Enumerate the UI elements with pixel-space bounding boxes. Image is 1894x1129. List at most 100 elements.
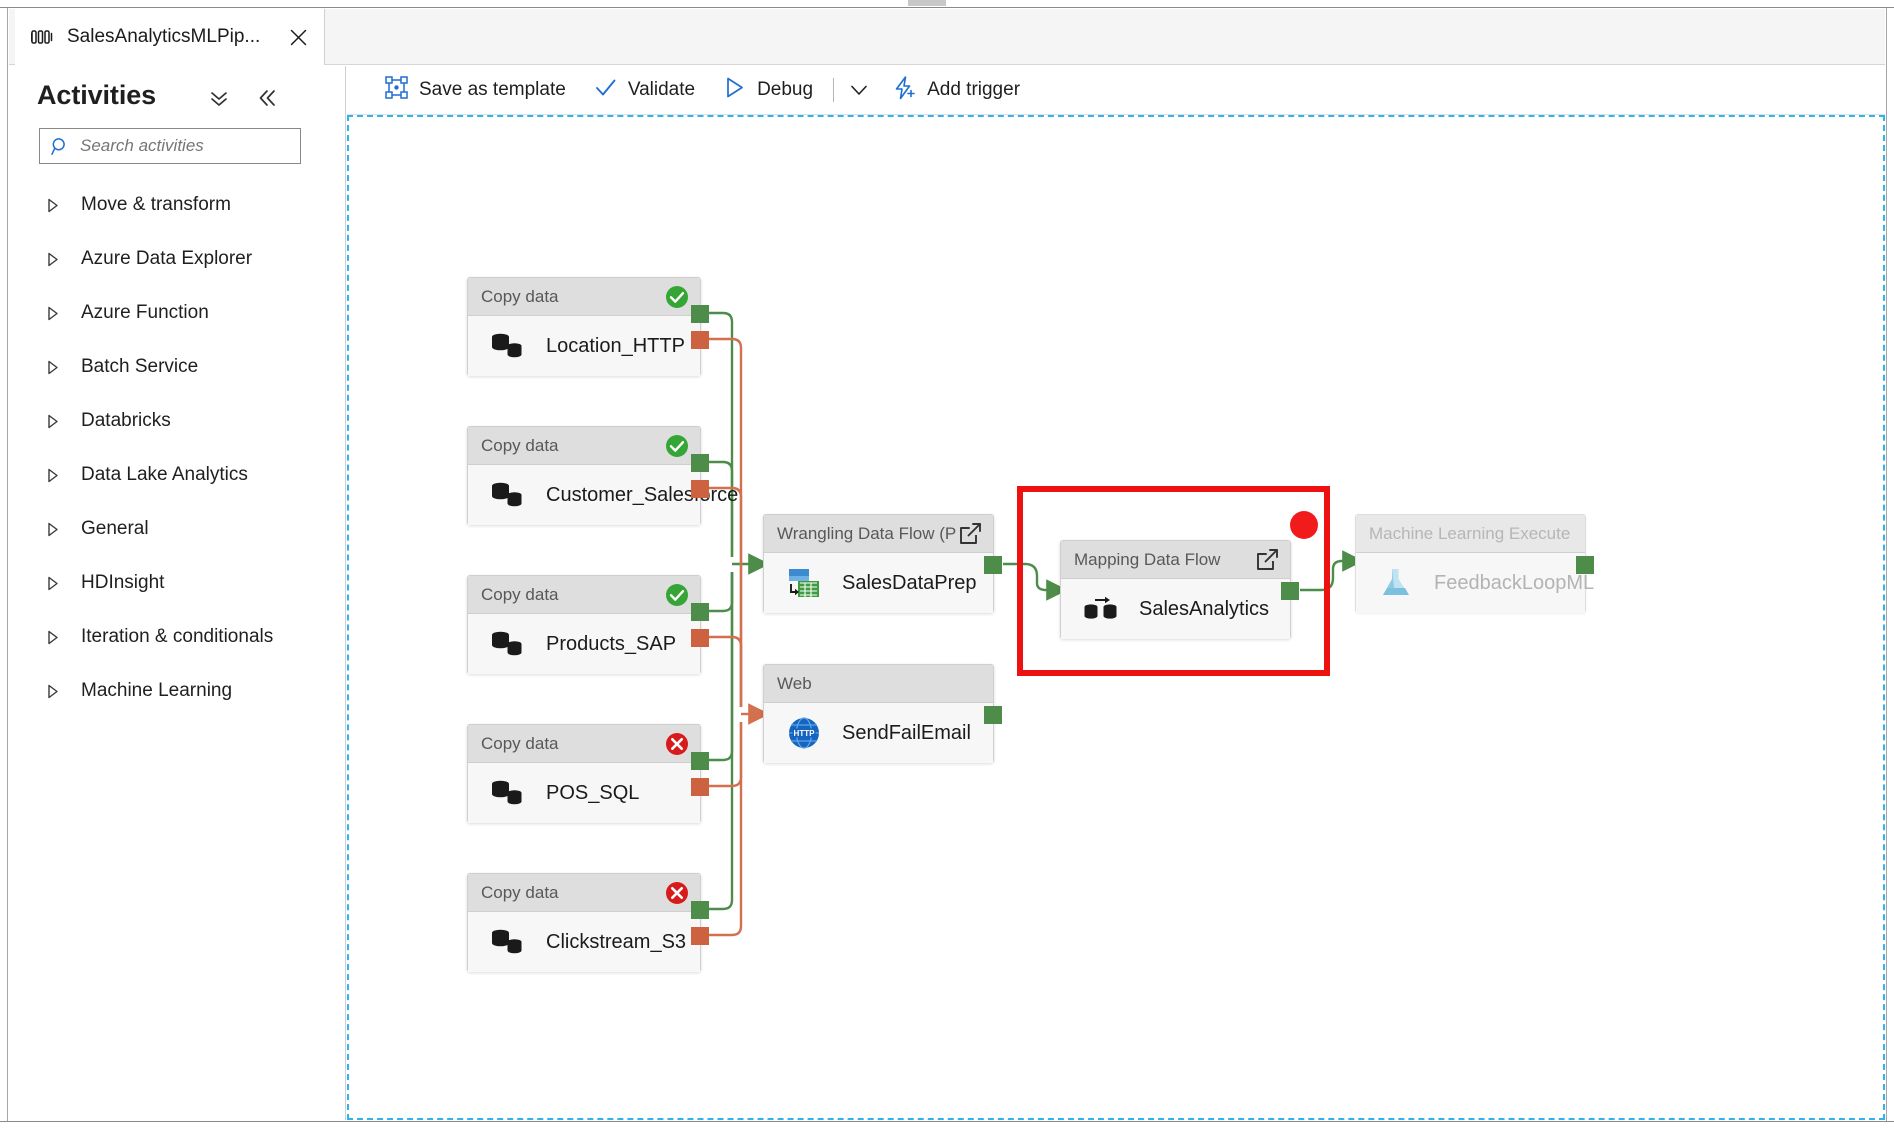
output-port-success[interactable] <box>691 305 709 323</box>
activity-group-label: Azure Data Explorer <box>81 248 253 269</box>
validate-button[interactable]: Validate <box>580 70 709 110</box>
open-external-icon[interactable] <box>1254 547 1280 573</box>
collapse-all-icon[interactable] <box>206 85 232 111</box>
output-port-failure[interactable] <box>691 927 709 945</box>
search-icon <box>51 137 70 156</box>
node-name-label: SalesDataPrep <box>842 571 977 594</box>
activity-node-salesanalytics[interactable]: Mapping Data Flow <box>1060 540 1299 639</box>
debug-button[interactable]: Debug <box>709 70 827 110</box>
node-header: Copy data <box>468 427 700 465</box>
search-input[interactable] <box>78 135 292 157</box>
activity-node-pos-sql[interactable]: Copy data <box>467 724 709 823</box>
output-port-success[interactable] <box>691 901 709 919</box>
activity-group-general[interactable]: General <box>9 502 346 556</box>
recording-dot <box>1290 511 1318 539</box>
add-trigger-button[interactable]: Add trigger <box>878 70 1034 110</box>
tab-salesanalyticsmlpipeline[interactable]: SalesAnalyticsMLPip... <box>15 9 325 65</box>
status-badge-error <box>664 731 690 757</box>
window-left-edge <box>0 8 8 1121</box>
node-name-label: Location_HTTP <box>546 334 685 357</box>
node-name-label: Products_SAP <box>546 632 677 655</box>
node-header: Wrangling Data Flow (Preview <box>764 515 993 553</box>
pipeline-canvas[interactable]: Copy data <box>347 115 1885 1120</box>
activity-group-batch-service[interactable]: Batch Service <box>9 340 346 394</box>
output-port-failure[interactable] <box>691 331 709 349</box>
node-body: SalesAnalytics <box>1061 579 1290 639</box>
pipeline-graph: Copy data <box>349 117 1883 1118</box>
node-name-label: FeedbackLoopML <box>1434 571 1595 594</box>
output-port-success[interactable] <box>984 706 1002 724</box>
activity-node-clickstream-s3[interactable]: Copy data <box>467 873 709 972</box>
output-port-success[interactable] <box>691 752 709 770</box>
status-badge-success <box>664 582 690 608</box>
activity-node-salesdataprep[interactable]: Wrangling Data Flow (Preview <box>763 514 1002 613</box>
activity-node-products-sap[interactable]: Copy data <box>467 575 709 674</box>
chevron-down-icon[interactable] <box>840 70 878 110</box>
output-port-success[interactable] <box>1281 582 1299 600</box>
chevron-right-icon <box>47 576 65 591</box>
panel-actions <box>206 85 280 111</box>
activity-group-databricks[interactable]: Databricks <box>9 394 346 448</box>
activity-node-location-http[interactable]: Copy data <box>467 277 709 376</box>
chevron-right-icon <box>47 360 65 375</box>
save-as-template-label: Save as template <box>419 79 566 100</box>
svg-text:HTTP: HTTP <box>794 729 816 738</box>
tab-title: SalesAnalyticsMLPip... <box>67 26 261 47</box>
http-web-icon: HTTP <box>786 715 822 751</box>
copy-data-icon <box>490 924 526 960</box>
close-icon[interactable] <box>286 25 310 49</box>
pipeline-icon <box>31 28 55 46</box>
output-port-failure[interactable] <box>691 480 709 498</box>
node-body: HTTP SendFailEmail <box>764 703 993 763</box>
activity-group-move-transform[interactable]: Move & transform <box>9 178 346 232</box>
output-port-success[interactable] <box>691 603 709 621</box>
node-header: Copy data <box>468 874 700 912</box>
output-port-failure[interactable] <box>691 778 709 796</box>
ml-flask-icon <box>1378 565 1414 601</box>
activity-node-sendfailemail[interactable]: Web HTTP SendFailEmail <box>763 664 1002 763</box>
activity-group-label: HDInsight <box>81 572 165 593</box>
node-type-label: Copy data <box>481 733 559 753</box>
collapse-panel-icon[interactable] <box>254 85 280 111</box>
chevron-right-icon <box>47 684 65 699</box>
search-box[interactable] <box>39 128 301 164</box>
chevron-right-icon <box>47 252 65 267</box>
activity-group-machine-learning[interactable]: Machine Learning <box>9 664 346 718</box>
node-header: Copy data <box>468 576 700 614</box>
chevron-right-icon <box>47 198 65 213</box>
node-type-label: Copy data <box>481 286 559 306</box>
copy-data-icon <box>490 775 526 811</box>
output-port-success[interactable] <box>1576 556 1594 574</box>
activity-group-label: Batch Service <box>81 356 199 377</box>
mapping-data-flow-icon <box>1083 591 1119 627</box>
save-as-template-button[interactable]: Save as template <box>371 70 580 110</box>
activity-group-iteration-conditionals[interactable]: Iteration & conditionals <box>9 610 346 664</box>
checkmark-icon <box>594 76 617 104</box>
copy-data-icon <box>490 477 526 513</box>
activity-group-label: Data Lake Analytics <box>81 464 248 485</box>
copy-data-icon <box>490 328 526 364</box>
node-name-label: SalesAnalytics <box>1139 597 1270 620</box>
node-name-label: Customer_Salesforce <box>546 483 739 506</box>
output-port-failure[interactable] <box>691 629 709 647</box>
open-external-icon[interactable] <box>957 521 983 547</box>
activity-group-data-lake-analytics[interactable]: Data Lake Analytics <box>9 448 346 502</box>
node-body: Products_SAP <box>468 614 700 674</box>
node-type-label: Copy data <box>481 882 559 902</box>
output-port-success[interactable] <box>691 454 709 472</box>
node-header: Copy data <box>468 725 700 763</box>
node-header: Mapping Data Flow <box>1061 541 1290 579</box>
node-body: Clickstream_S3 <box>468 912 700 972</box>
activity-group-hdinsight[interactable]: HDInsight <box>9 556 346 610</box>
chevron-right-icon <box>47 630 65 645</box>
activity-node-customer-salesforce[interactable]: Copy data <box>467 426 738 525</box>
activity-group-azure-function[interactable]: Azure Function <box>9 286 346 340</box>
output-port-success[interactable] <box>984 556 1002 574</box>
activity-node-feedbackloopml[interactable]: Machine Learning Execute Pipeline Feedba… <box>1355 514 1594 613</box>
activity-group-label: Machine Learning <box>81 680 233 701</box>
activity-group-list: Move & transform Azure Data Explorer Azu… <box>9 178 346 718</box>
activity-group-azure-data-explorer[interactable]: Azure Data Explorer <box>9 232 346 286</box>
activity-group-label: Iteration & conditionals <box>81 626 274 647</box>
node-type-label: Web <box>777 673 812 693</box>
